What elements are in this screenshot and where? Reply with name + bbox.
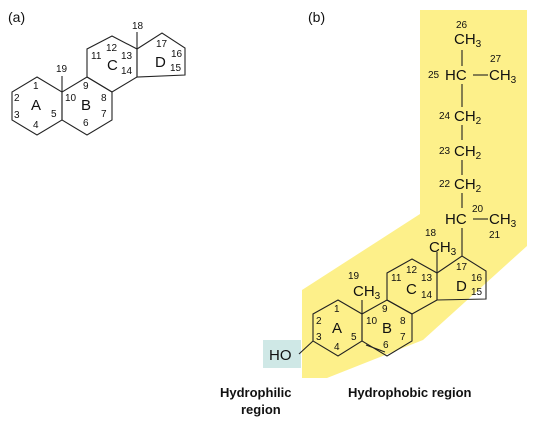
- hydroxyl-group: HO: [269, 347, 292, 364]
- carbon-25-group: HC: [445, 67, 467, 84]
- cholesterol-carbon-11: 11: [391, 273, 402, 284]
- cholesterol-carbon-15: 15: [471, 287, 483, 298]
- cholesterol-carbon-7: 7: [400, 332, 406, 343]
- panel-label-b: (b): [308, 9, 325, 25]
- cholesterol-carbon-18: 18: [425, 228, 437, 239]
- cholesterol-skeleton: [298, 50, 488, 357]
- cholesterol-ring-a-label: A: [332, 320, 342, 337]
- carbon-1-label: 1: [33, 81, 39, 92]
- cholesterol-carbon-5: 5: [351, 332, 357, 343]
- carbon-19-label: 19: [56, 64, 68, 75]
- carbon-20-group: HC: [445, 211, 467, 228]
- cholesterol-carbon-13: 13: [421, 273, 433, 284]
- carbon-14-label: 14: [121, 66, 133, 77]
- cholesterol-carbon-24: 24: [439, 111, 451, 122]
- carbon-2-label: 2: [14, 93, 20, 104]
- hydrophobic-region-highlight: [302, 10, 527, 378]
- cholesterol-carbon-4: 4: [334, 342, 340, 353]
- cholesterol-ring-b-label: B: [382, 320, 392, 337]
- carbon-10-label: 10: [65, 93, 77, 104]
- cholesterol-carbon-25: 25: [428, 70, 440, 81]
- carbon-17-label: 17: [156, 39, 168, 50]
- cholesterol-ring-c-label: C: [406, 281, 417, 298]
- carbon-13-label: 13: [121, 51, 133, 62]
- hydrophilic-region-label-line2: region: [241, 402, 281, 417]
- ring-d-label: D: [155, 54, 166, 71]
- carbon-11-label: 11: [91, 51, 102, 62]
- ring-d-pentagon: [136, 32, 186, 78]
- cholesterol-carbon-12: 12: [406, 265, 418, 276]
- carbon-16-label: 16: [171, 49, 183, 60]
- carbon-4-label: 4: [33, 120, 39, 131]
- carbon-6-label: 6: [83, 118, 89, 129]
- carbon-24-group: CH2: [454, 108, 482, 127]
- carbon-15-label: 15: [170, 63, 182, 74]
- carbon-3-label: 3: [14, 110, 20, 121]
- hydrophilic-region-highlight: [263, 340, 301, 368]
- cholesterol-carbon-10: 10: [366, 316, 378, 327]
- cholesterol-carbon-27: 27: [490, 54, 502, 65]
- hydrophilic-region-label-line1: Hydrophilic: [220, 385, 292, 400]
- cholesterol-carbon-17: 17: [456, 262, 468, 273]
- carbon-12-label: 12: [106, 43, 118, 54]
- carbon-8-label: 8: [101, 93, 107, 104]
- panel-label-a: (a): [8, 9, 25, 25]
- cholesterol-carbon-2: 2: [316, 316, 322, 327]
- cholesterol-carbon-9: 9: [382, 304, 388, 315]
- ring-b-label: B: [81, 97, 91, 114]
- cholesterol-carbon-14: 14: [421, 290, 433, 301]
- cholesterol-carbon-20: 20: [472, 204, 484, 215]
- carbon-23-group: CH2: [454, 143, 482, 162]
- carbon-7-label: 7: [101, 109, 107, 120]
- carbon-26-group: CH3: [454, 31, 482, 50]
- hydrophobic-region-label: Hydrophobic region: [348, 385, 472, 400]
- cholesterol-carbon-6: 6: [383, 340, 389, 351]
- ring-a-label: A: [31, 97, 41, 114]
- carbon-21-group: CH3: [489, 211, 517, 230]
- cholesterol-ring-d-label: D: [456, 278, 467, 295]
- cholesterol-carbon-22: 22: [439, 179, 451, 190]
- carbon-9-label: 9: [83, 81, 89, 92]
- carbon-5-label: 5: [51, 109, 57, 120]
- ring-c-label: C: [107, 57, 118, 74]
- cholesterol-carbon-26: 26: [456, 20, 468, 31]
- methyl-18-group: CH3: [429, 239, 457, 258]
- steroid-skeleton-a: [11, 32, 186, 136]
- cholesterol-ring-d: [436, 255, 487, 301]
- hydroxyl-bond: [298, 340, 314, 355]
- cholesterol-carbon-21: 21: [489, 230, 501, 241]
- carbon-18-label: 18: [132, 21, 144, 32]
- cholesterol-carbon-1: 1: [334, 304, 340, 315]
- double-bond-5-6: [365, 344, 386, 353]
- cholesterol-carbon-23: 23: [439, 146, 451, 157]
- carbon-22-group: CH2: [454, 176, 482, 195]
- methyl-19-group: CH3: [353, 283, 381, 302]
- cholesterol-carbon-3: 3: [316, 332, 322, 343]
- cholesterol-carbon-16: 16: [471, 273, 483, 284]
- carbon-27-group: CH3: [489, 67, 517, 86]
- cholesterol-carbon-19: 19: [348, 271, 360, 282]
- cholesterol-carbon-8: 8: [400, 316, 406, 327]
